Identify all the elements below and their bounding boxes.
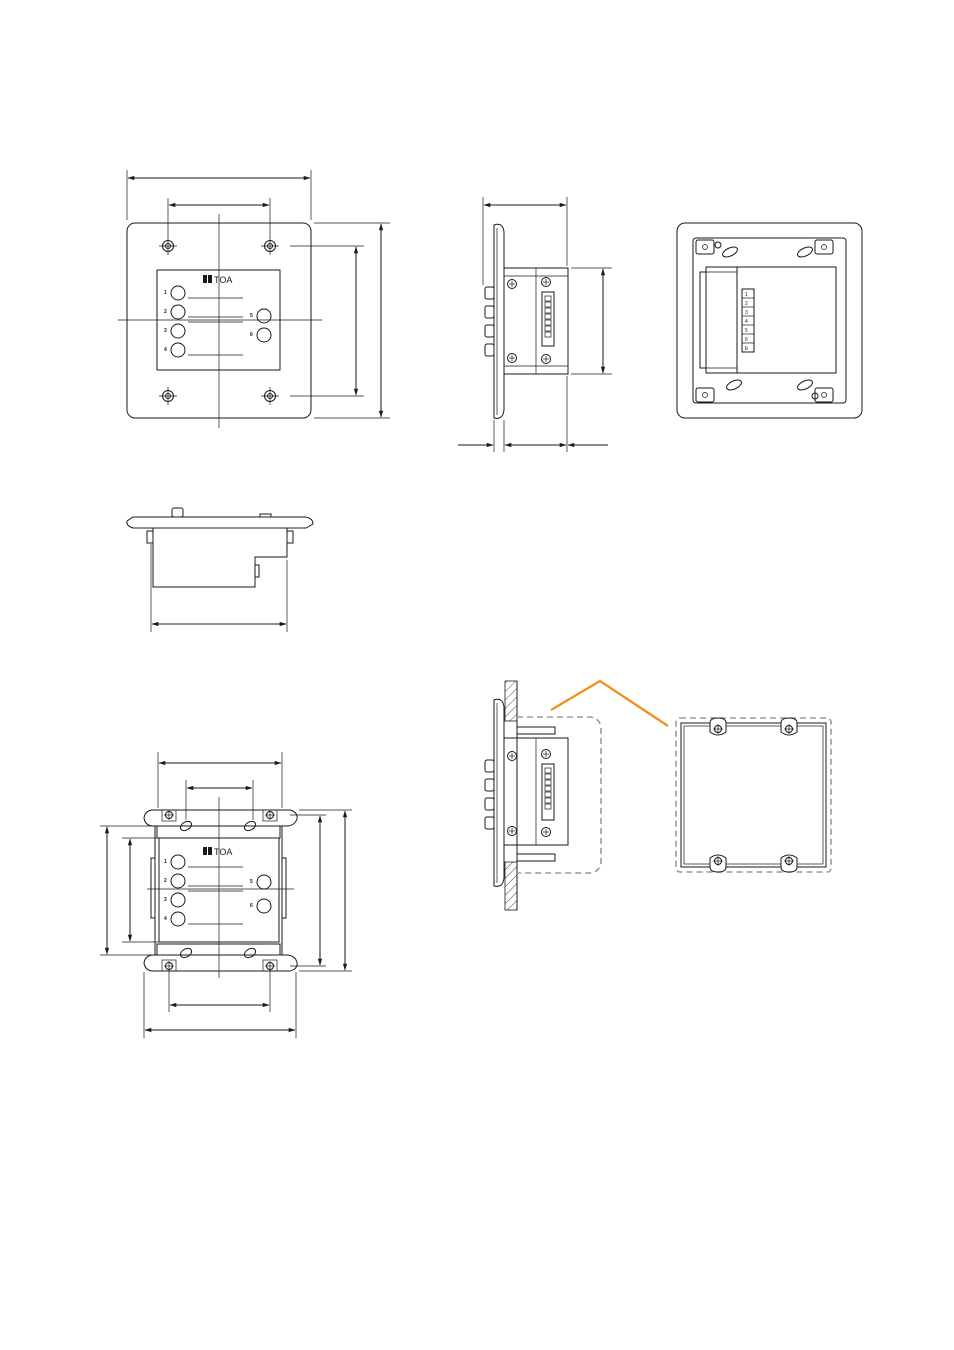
svg-text:1: 1 xyxy=(164,859,167,865)
box-mount-view: TOA 1 2 3 4 5 6 xyxy=(100,752,352,1038)
rear-terminal-labels: 1 2 3 4 5 6 E xyxy=(742,289,754,352)
rear-view: 1 2 3 4 5 6 E xyxy=(677,223,862,418)
svg-text:4: 4 xyxy=(745,319,748,325)
svg-text:6: 6 xyxy=(745,337,748,343)
screw-symbol xyxy=(508,278,551,364)
svg-text:2: 2 xyxy=(164,878,167,884)
svg-text:5: 5 xyxy=(250,313,253,319)
button-4: 4 xyxy=(164,343,185,357)
svg-text:3: 3 xyxy=(745,310,748,316)
svg-text:3: 3 xyxy=(164,897,167,903)
screw-hole-bottom-left xyxy=(159,387,177,405)
button-1: 1 xyxy=(164,286,185,300)
front-view: TOA 1 2 3 4 5 6 xyxy=(118,170,390,428)
svg-text:2: 2 xyxy=(745,301,748,307)
svg-text:6: 6 xyxy=(250,903,253,909)
toa-logo: TOA xyxy=(203,275,232,285)
terminal-block xyxy=(542,292,554,346)
screw-hole-bottom-right xyxy=(261,387,279,405)
svg-text:E: E xyxy=(745,346,749,352)
button-5: 5 xyxy=(250,309,271,323)
screw-hole-top-left xyxy=(159,237,177,255)
svg-text:1: 1 xyxy=(745,292,748,298)
button-2: 2 xyxy=(164,305,185,319)
screw-hole-top-right xyxy=(261,237,279,255)
svg-text:5: 5 xyxy=(250,879,253,885)
svg-text:2: 2 xyxy=(164,309,167,315)
back-box-view xyxy=(676,718,831,872)
wall-section-view xyxy=(485,681,601,910)
box-screw xyxy=(710,718,797,872)
button-3: 3 xyxy=(164,324,185,338)
callout-leader xyxy=(551,681,668,726)
svg-text:4: 4 xyxy=(164,347,167,353)
bottom-view xyxy=(127,508,313,632)
svg-text:TOA: TOA xyxy=(214,275,232,285)
svg-text:1: 1 xyxy=(164,290,167,296)
svg-text:6: 6 xyxy=(250,332,253,338)
svg-text:4: 4 xyxy=(164,916,167,922)
svg-text:5: 5 xyxy=(745,328,748,334)
button-6: 6 xyxy=(250,328,271,342)
toa-logo-2: TOA xyxy=(203,847,232,857)
mount-screw xyxy=(162,810,277,971)
side-view xyxy=(458,197,612,452)
svg-text:3: 3 xyxy=(164,328,167,334)
svg-text:TOA: TOA xyxy=(214,847,232,857)
